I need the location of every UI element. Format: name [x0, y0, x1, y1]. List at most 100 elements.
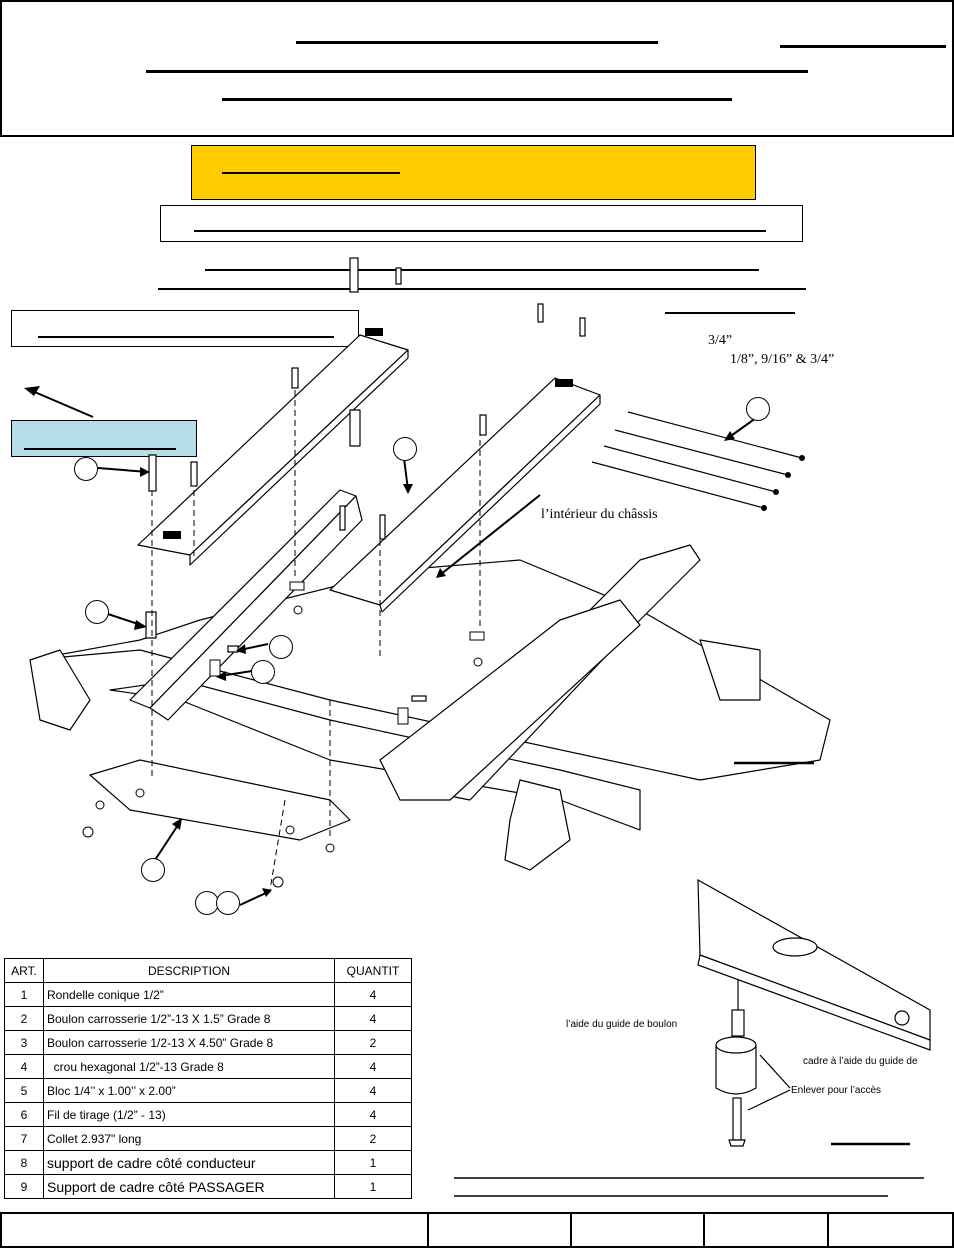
- front-arrow: [29, 389, 94, 418]
- fish-wire-end: [799, 455, 805, 461]
- inset-frame-rail-edge: [697, 954, 931, 1051]
- instruction-line: [665, 312, 795, 314]
- frame-side-rail-inner: [379, 599, 641, 801]
- table-row: 7 Collet 2.937" long 2: [4, 1126, 412, 1151]
- cell-description: Boulon carrosserie 1/2-13 X 4.50” Grade …: [43, 1030, 335, 1055]
- fish-wire-bolt: [227, 645, 239, 653]
- guide-bolt-note: l’aide du guide de boulon: [566, 1019, 678, 1030]
- hex-nut: [293, 605, 303, 615]
- cell-qty: 2: [334, 1030, 412, 1055]
- cell-description: Fil de tirage (1/2” - 13): [43, 1102, 335, 1127]
- cell-description: Rondelle conique 1/2”: [43, 982, 335, 1007]
- inset-frame-hole: [772, 937, 818, 957]
- driver-frame-bracket-edge: [189, 349, 409, 566]
- cell-description: crou hexagonal 1/2”-13 Grade 8: [43, 1054, 335, 1079]
- arrow-head: [436, 568, 446, 578]
- bracket-slot: [163, 531, 181, 539]
- table-row: 5 Bloc 1/4’’ x 1.00’’ x 2.00” 4: [4, 1078, 412, 1103]
- hex-nut: [325, 843, 335, 853]
- table-row: 2 Boulon carrosserie 1/2”-13 X 1.5” Grad…: [4, 1006, 412, 1031]
- bracket-slot: [555, 379, 573, 387]
- frame-inside-note: l’intérieur du châssis: [541, 507, 658, 522]
- arrow-head: [216, 671, 226, 681]
- arrow-head: [24, 386, 40, 396]
- callout-leader: [727, 417, 757, 439]
- cell-art: 4: [4, 1054, 44, 1079]
- hex-nut: [473, 657, 483, 667]
- fish-wire: [591, 461, 765, 509]
- footer-divider: [703, 1214, 705, 1246]
- hex-nut: [135, 788, 145, 798]
- header-description: DESCRIPTION: [43, 958, 335, 983]
- carriage-bolt: [349, 257, 359, 293]
- collet: [349, 409, 361, 447]
- passenger-frame-bracket-edge: [379, 394, 601, 613]
- cell-description: Collet 2.937" long: [43, 1126, 335, 1151]
- table-row: 4 crou hexagonal 1/2”-13 Grade 8 4: [4, 1054, 412, 1079]
- inset-frame-hole: [894, 1010, 910, 1026]
- header-box: [0, 0, 954, 137]
- cell-description: support de cadre côté conducteur: [43, 1150, 335, 1175]
- bracket-slot: [365, 328, 383, 336]
- footer-divider: [427, 1214, 429, 1246]
- inset-leader: [747, 1089, 791, 1111]
- long-carriage-bolt: [148, 454, 157, 492]
- callout-circle: [74, 457, 98, 481]
- table-header-row: ART. DESCRIPTION QUANTIT: [4, 958, 412, 983]
- fish-wire-end: [761, 505, 767, 511]
- frame-end: [699, 639, 761, 701]
- cell-qty: 4: [334, 982, 412, 1007]
- cell-qty: 4: [334, 1054, 412, 1079]
- callout-leader: [97, 467, 149, 473]
- fish-wire-bolt: [411, 695, 427, 702]
- cell-art: 7: [4, 1126, 44, 1151]
- cell-description: Support de cadre côté PASSAGER: [43, 1174, 335, 1199]
- callout-leader: [439, 494, 541, 576]
- label-box: [11, 310, 359, 347]
- arrow-head: [134, 620, 147, 630]
- fish-wire: [603, 445, 777, 493]
- frame-guide-note: cadre à l’aide du guide de: [803, 1056, 918, 1067]
- warning-line: [222, 172, 400, 174]
- conical-washer: [82, 826, 94, 838]
- arrow-head: [262, 888, 272, 897]
- block: [209, 659, 221, 677]
- carriage-bolt: [579, 317, 586, 337]
- callout-circle: [141, 858, 165, 882]
- header-line: [222, 98, 732, 101]
- footer-divider: [827, 1214, 829, 1246]
- inset-bolt-head: [728, 1139, 746, 1147]
- remove-access-note: Enlever pour l’accès: [791, 1085, 882, 1096]
- frame-end: [29, 649, 91, 731]
- table-row: 9 Support de cadre côté PASSAGER 1: [4, 1174, 412, 1199]
- cell-art: 9: [4, 1174, 44, 1199]
- table-row: 1 Rondelle conique 1/2” 4: [4, 982, 412, 1007]
- callout-circle: [269, 635, 293, 659]
- hex-nut: [95, 800, 105, 810]
- inset-leader: [759, 1054, 791, 1089]
- front-label-line: [24, 448, 176, 450]
- front-label-box: [11, 420, 197, 457]
- header-quantity: QUANTIT: [334, 958, 412, 983]
- cell-qty: 2: [334, 1126, 412, 1151]
- fish-wire: [627, 411, 803, 459]
- block: [289, 581, 305, 591]
- callout-leader: [239, 891, 269, 906]
- frame-bracket: [504, 779, 571, 871]
- notice-line: [194, 230, 766, 232]
- instruction-line: [205, 269, 759, 271]
- cell-art: 6: [4, 1102, 44, 1127]
- cell-qty: 4: [334, 1006, 412, 1031]
- arrow-head: [403, 484, 413, 494]
- parts-table: ART. DESCRIPTION QUANTIT 1 Rondelle coni…: [4, 958, 412, 1199]
- lower-plate: [89, 759, 351, 841]
- instruction-line: [158, 288, 806, 290]
- angle-rail: [149, 495, 363, 721]
- cell-description: Bloc 1/4’’ x 1.00’’ x 2.00”: [43, 1078, 335, 1103]
- collet: [145, 611, 157, 639]
- callout-leader: [154, 821, 181, 861]
- cell-qty: 4: [334, 1078, 412, 1103]
- header-line: [780, 45, 946, 48]
- cell-art: 1: [4, 982, 44, 1007]
